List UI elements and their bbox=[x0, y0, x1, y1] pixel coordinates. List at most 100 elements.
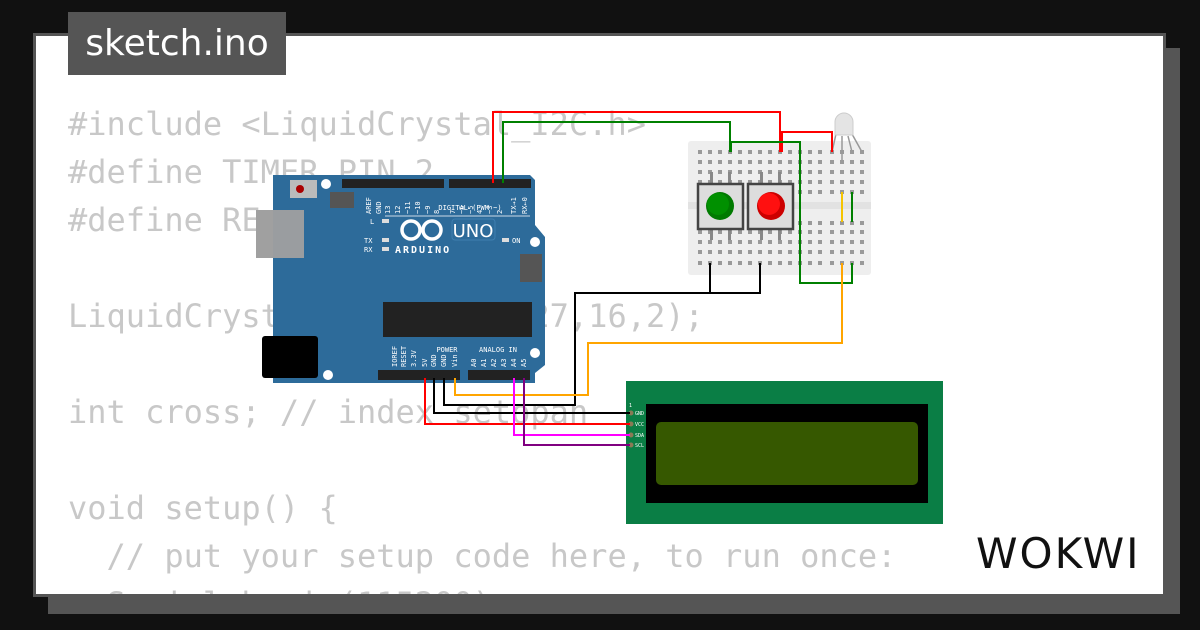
breadboard-hole[interactable] bbox=[718, 160, 722, 164]
breadboard-hole[interactable] bbox=[808, 180, 812, 184]
breadboard-hole[interactable] bbox=[698, 250, 702, 254]
pushbutton-green[interactable] bbox=[696, 172, 745, 240]
breadboard-hole[interactable] bbox=[840, 180, 844, 184]
breadboard-hole[interactable] bbox=[698, 261, 702, 265]
breadboard-hole[interactable] bbox=[808, 170, 812, 174]
breadboard-hole[interactable] bbox=[808, 160, 812, 164]
breadboard-hole[interactable] bbox=[860, 170, 864, 174]
breadboard-hole[interactable] bbox=[840, 170, 844, 174]
breadboard-hole[interactable] bbox=[840, 230, 844, 234]
breadboard-hole[interactable] bbox=[738, 261, 742, 265]
breadboard-hole[interactable] bbox=[778, 250, 782, 254]
breadboard-hole[interactable] bbox=[718, 150, 722, 154]
breadboard-hole[interactable] bbox=[788, 150, 792, 154]
breadboard-hole[interactable] bbox=[818, 190, 822, 194]
lcd-pin[interactable] bbox=[628, 421, 634, 427]
breadboard-hole[interactable] bbox=[748, 240, 752, 244]
breadboard-hole[interactable] bbox=[850, 230, 854, 234]
breadboard-hole[interactable] bbox=[830, 250, 834, 254]
breadboard-hole[interactable] bbox=[748, 150, 752, 154]
breadboard-hole[interactable] bbox=[818, 180, 822, 184]
breadboard-hole[interactable] bbox=[860, 160, 864, 164]
breadboard-hole[interactable] bbox=[860, 230, 864, 234]
breadboard-hole[interactable] bbox=[698, 150, 702, 154]
breadboard-hole[interactable] bbox=[818, 150, 822, 154]
lcd-pin[interactable] bbox=[628, 410, 634, 416]
breadboard-hole[interactable] bbox=[758, 150, 762, 154]
breadboard-hole[interactable] bbox=[830, 170, 834, 174]
breadboard-hole[interactable] bbox=[758, 160, 762, 164]
breadboard-hole[interactable] bbox=[748, 180, 752, 184]
breadboard-hole[interactable] bbox=[698, 180, 702, 184]
breadboard-hole[interactable] bbox=[860, 240, 864, 244]
breadboard-hole[interactable] bbox=[708, 240, 712, 244]
breadboard-hole[interactable] bbox=[738, 250, 742, 254]
breadboard-hole[interactable] bbox=[830, 240, 834, 244]
breadboard-hole[interactable] bbox=[728, 250, 732, 254]
breadboard-hole[interactable] bbox=[830, 230, 834, 234]
rgb-led[interactable] bbox=[831, 112, 863, 162]
breadboard-hole[interactable] bbox=[860, 180, 864, 184]
breadboard-hole[interactable] bbox=[718, 240, 722, 244]
breadboard-hole[interactable] bbox=[718, 250, 722, 254]
breadboard-hole[interactable] bbox=[808, 230, 812, 234]
breadboard-hole[interactable] bbox=[840, 240, 844, 244]
breadboard-hole[interactable] bbox=[768, 180, 772, 184]
breadboard-hole[interactable] bbox=[748, 230, 752, 234]
breadboard-hole[interactable] bbox=[768, 240, 772, 244]
breadboard-hole[interactable] bbox=[788, 250, 792, 254]
breadboard-hole[interactable] bbox=[758, 240, 762, 244]
breadboard-hole[interactable] bbox=[718, 230, 722, 234]
breadboard-hole[interactable] bbox=[860, 250, 864, 254]
breadboard-hole[interactable] bbox=[818, 261, 822, 265]
breadboard-hole[interactable] bbox=[830, 261, 834, 265]
breadboard-hole[interactable] bbox=[728, 240, 732, 244]
breadboard-hole[interactable] bbox=[778, 160, 782, 164]
breadboard-hole[interactable] bbox=[718, 170, 722, 174]
breadboard-hole[interactable] bbox=[788, 240, 792, 244]
breadboard-hole[interactable] bbox=[850, 240, 854, 244]
lcd-pin[interactable] bbox=[628, 432, 634, 438]
breadboard-hole[interactable] bbox=[830, 221, 834, 225]
breadboard-hole[interactable] bbox=[738, 240, 742, 244]
breadboard-hole[interactable] bbox=[768, 150, 772, 154]
breadboard-hole[interactable] bbox=[818, 160, 822, 164]
breadboard-hole[interactable] bbox=[788, 180, 792, 184]
breadboard-hole[interactable] bbox=[850, 170, 854, 174]
breadboard-hole[interactable] bbox=[738, 150, 742, 154]
breadboard-hole[interactable] bbox=[808, 250, 812, 254]
lcd-pin[interactable] bbox=[628, 442, 634, 448]
pushbutton-red[interactable] bbox=[746, 172, 795, 240]
breadboard-hole[interactable] bbox=[830, 160, 834, 164]
breadboard-hole[interactable] bbox=[808, 261, 812, 265]
breadboard-hole[interactable] bbox=[738, 160, 742, 164]
breadboard-hole[interactable] bbox=[698, 240, 702, 244]
breadboard-hole[interactable] bbox=[708, 160, 712, 164]
breadboard-hole[interactable] bbox=[708, 250, 712, 254]
breadboard-hole[interactable] bbox=[818, 221, 822, 225]
breadboard-hole[interactable] bbox=[778, 261, 782, 265]
breadboard-hole[interactable] bbox=[850, 180, 854, 184]
breadboard-hole[interactable] bbox=[758, 250, 762, 254]
breadboard-hole[interactable] bbox=[738, 180, 742, 184]
breadboard-hole[interactable] bbox=[818, 230, 822, 234]
breadboard-hole[interactable] bbox=[808, 221, 812, 225]
breadboard-hole[interactable] bbox=[768, 230, 772, 234]
breadboard-hole[interactable] bbox=[698, 170, 702, 174]
breadboard-hole[interactable] bbox=[788, 170, 792, 174]
breadboard-hole[interactable] bbox=[748, 261, 752, 265]
breadboard-hole[interactable] bbox=[850, 160, 854, 164]
breadboard-hole[interactable] bbox=[698, 230, 702, 234]
breadboard-hole[interactable] bbox=[840, 221, 844, 225]
breadboard-hole[interactable] bbox=[768, 261, 772, 265]
breadboard-hole[interactable] bbox=[748, 160, 752, 164]
breadboard-hole[interactable] bbox=[840, 250, 844, 254]
breadboard-hole[interactable] bbox=[808, 190, 812, 194]
breadboard-hole[interactable] bbox=[818, 240, 822, 244]
breadboard-hole[interactable] bbox=[808, 150, 812, 154]
breadboard-hole[interactable] bbox=[738, 230, 742, 234]
breadboard-hole[interactable] bbox=[728, 160, 732, 164]
breadboard-hole[interactable] bbox=[818, 250, 822, 254]
